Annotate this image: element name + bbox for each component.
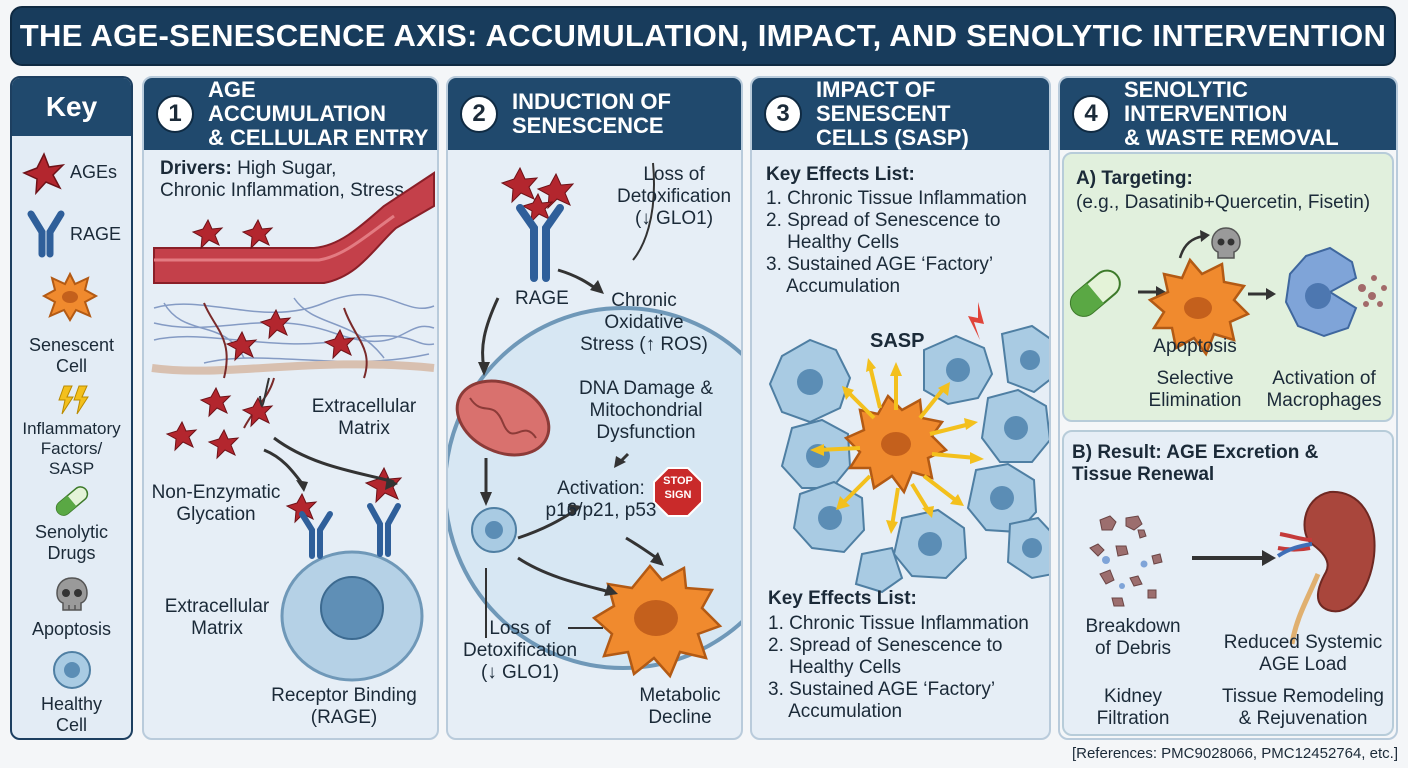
star-icon (22, 152, 66, 196)
apoptosis-label: Apoptosis (1153, 336, 1237, 357)
kidney-filtration: Kidney Filtration (1096, 686, 1170, 729)
targeting-heading: A) Targeting: (1076, 168, 1193, 189)
panel2-oxidative: Chronic Oxidative Stress (↑ ROS) (580, 290, 708, 355)
list-item: 2. Spread of Senescence to Healthy Cells (768, 635, 1003, 678)
drivers-label: Drivers: (160, 158, 232, 179)
panel2-dna-damage: DNA Damage & Mitochondrial Dysfunction (578, 378, 714, 443)
panel4-header: 4 SENOLYTIC INTERVENTION & WASTE REMOVAL (1060, 78, 1396, 150)
sasp-illustration (768, 302, 1049, 594)
pill-icon (55, 486, 89, 516)
panel2-metabolic: Metabolic Decline (639, 685, 721, 728)
panel-impact: 3 IMPACT OF SENESCENT CELLS (SASP) Key E… (750, 76, 1051, 740)
panel2-loss-top: Loss of Detoxification (↓ GLO1) (616, 164, 732, 229)
panel1-ecm-left: Extracellular Matrix (164, 596, 270, 639)
list-item: 3. Sustained AGE ‘Factory’ Accumulation (766, 254, 994, 297)
panel1-drivers: Drivers: High Sugar, Chronic Inflammatio… (160, 158, 404, 202)
panel-induction: 2 INDUCTION OF SENESCENCE (446, 76, 743, 740)
cell-illustration (448, 162, 741, 679)
panel3-list-bottom: 1. Chronic Tissue Inflammation 2. Spread… (768, 613, 1049, 723)
key-label-apoptosis: Apoptosis (31, 619, 112, 639)
key-header: Key (12, 78, 131, 136)
targeting-illustration (1069, 227, 1387, 357)
reduced-age-load: Reduced Systemic AGE Load (1223, 632, 1383, 675)
key-label-inflammatory: Inflammatory Factors/ SASP (22, 419, 121, 478)
panel2-activation: Activation: p16/p21, p53 (545, 478, 657, 521)
senescent-cell-icon (41, 271, 99, 322)
panel3-title: IMPACT OF SENESCENT CELLS (SASP) (816, 77, 969, 150)
macrophage-activation: Activation of Macrophages (1266, 368, 1382, 411)
result-illustration (1089, 490, 1376, 645)
panel2-title: INDUCTION OF SENESCENCE (512, 89, 671, 138)
panel3-list-heading-top: Key Effects List: (766, 164, 915, 185)
key-label-ages: AGEs (70, 162, 118, 182)
panel2-number: 2 (460, 95, 498, 133)
key-label-healthy: Healthy Cell (40, 694, 103, 735)
selective-elimination: Selective Elimination (1148, 368, 1242, 411)
list-item: 3. Sustained AGE ‘Factory’ Accumulation (768, 679, 996, 722)
list-item: 1. Chronic Tissue Inflammation (766, 188, 1027, 209)
panel1-header: 1 AGE ACCUMULATION & CELLULAR ENTRY (144, 78, 437, 150)
panel1-glycation: Non-Enzymatic Glycation (151, 482, 281, 525)
panel2-rage: RAGE (515, 288, 569, 309)
key-label-senescent: Senescent Cell (28, 335, 115, 376)
panel-senolytic: 4 SENOLYTIC INTERVENTION & WASTE REMOVAL… (1058, 76, 1398, 740)
sasp-label: SASP (870, 330, 925, 352)
panel1-number: 1 (156, 95, 194, 133)
debris-breakdown: Breakdown of Debris (1085, 616, 1181, 659)
tissue-remodeling: Tissue Remodeling & Rejuvenation (1222, 686, 1384, 729)
panel1-receptor-binding: Receptor Binding (RAGE) (271, 685, 417, 728)
result-heading: B) Result: AGE Excretion & Tissue Renewa… (1072, 442, 1319, 485)
healthy-cell-icon (53, 651, 91, 689)
stop-sign-label: STOP SIGN (663, 475, 693, 501)
panel3-list-top: 1. Chronic Tissue Inflammation 2. Spread… (766, 188, 1048, 298)
panel3-header: 3 IMPACT OF SENESCENT CELLS (SASP) (752, 78, 1049, 150)
panel-age-accumulation: 1 AGE ACCUMULATION & CELLULAR ENTRY Driv… (142, 76, 439, 740)
panel2-loss-bottom: Loss of Detoxification (↓ GLO1) (462, 618, 578, 683)
title-bar: THE AGE-SENESCENCE AXIS: ACCUMULATION, I… (10, 6, 1396, 66)
key-panel: Key AGEs RAGE Senescent Cell Inflammator… (10, 76, 133, 740)
list-item: 2. Spread of Senescence to Healthy Cells (766, 210, 1001, 253)
panel1-ecm-right: Extracellular Matrix (311, 396, 417, 439)
receptor-icon (27, 210, 65, 258)
skull-icon (56, 577, 88, 611)
panel4-title: SENOLYTIC INTERVENTION & WASTE REMOVAL (1124, 77, 1339, 150)
panel1-title: AGE ACCUMULATION & CELLULAR ENTRY (208, 77, 429, 150)
key-label-senolytic: Senolytic Drugs (34, 522, 109, 563)
list-item: 1. Chronic Tissue Inflammation (768, 613, 1029, 634)
page-title: THE AGE-SENESCENCE AXIS: ACCUMULATION, I… (19, 18, 1387, 53)
blood-vessel-illustration (151, 171, 435, 682)
references: [References: PMC9028066, PMC12452764, et… (1071, 745, 1398, 762)
panel3-number: 3 (764, 95, 802, 133)
drivers-text: High Sugar, Chronic Inflammation, Stress (160, 158, 404, 201)
panel4-number: 4 (1072, 95, 1110, 133)
lightning-icon (58, 385, 89, 415)
key-heading: Key (45, 91, 98, 122)
panel2-header: 2 INDUCTION OF SENESCENCE (448, 78, 741, 150)
key-label-rage: RAGE (70, 224, 122, 244)
targeting-example: (e.g., Dasatinib+Quercetin, Fisetin) (1076, 192, 1371, 213)
panel3-list-heading-bottom: Key Effects List: (768, 588, 917, 609)
